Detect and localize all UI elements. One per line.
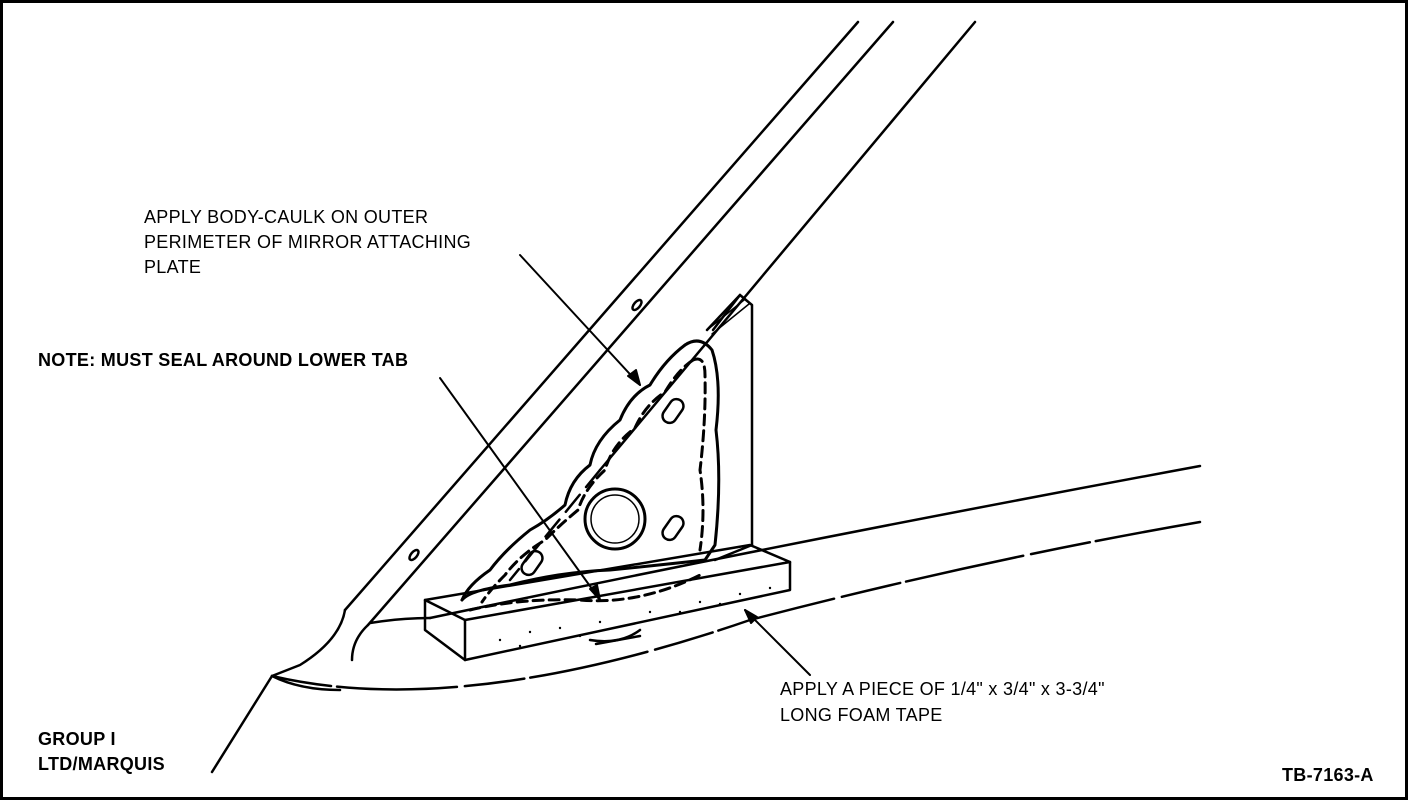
- mirror-attaching-plate-icon: [520, 293, 754, 577]
- door-beltline: [270, 464, 1202, 691]
- caulk-callout-line-1: APPLY BODY-CAULK ON OUTER: [144, 207, 429, 227]
- caulk-callout-line-2: PERIMETER OF MIRROR ATTACHING: [144, 232, 472, 252]
- caulk-callout-line-3: PLATE: [144, 257, 202, 277]
- note-callout: NOTE: MUST SEAL AROUND LOWER TAB: [38, 350, 409, 370]
- group-label-line-2: LTD/MARQUIS: [38, 754, 165, 774]
- foam-callout-line-1: APPLY A PIECE OF 1/4" x 3/4" x 3-3/4": [780, 679, 1105, 699]
- group-label-line-1: GROUP I: [38, 729, 116, 749]
- door-frame-pillar-icon: [210, 20, 977, 774]
- body-caulk-bead-icon: [460, 339, 721, 612]
- leader-lines: [439, 254, 811, 676]
- foam-tape-icon: [423, 543, 792, 662]
- figure-id: TB-7163-A: [1282, 765, 1374, 785]
- foam-callout-line-2: LONG FOAM TAPE: [780, 705, 943, 725]
